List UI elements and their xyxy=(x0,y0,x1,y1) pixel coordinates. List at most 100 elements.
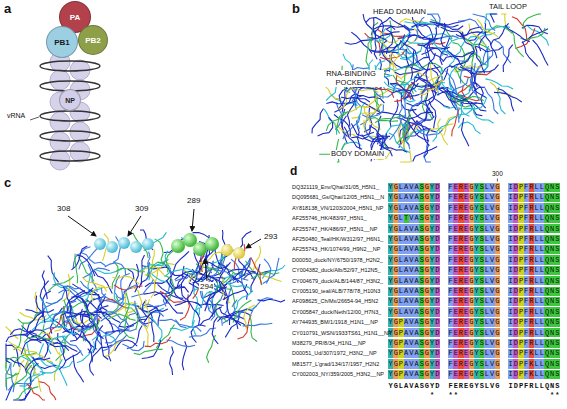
backbone-trace xyxy=(350,89,379,92)
sequence-segment: IDPFRLLQNS xyxy=(508,203,560,213)
backbone-trace xyxy=(122,341,144,351)
panel-letter: b xyxy=(292,2,300,17)
sequence-segment: FEREGYSLVG xyxy=(448,286,500,296)
backbone-trace xyxy=(216,279,229,304)
strain-name: CY004382_duck/Alb/52/97_H12N5_ xyxy=(292,265,381,275)
backbone-trace xyxy=(135,264,139,292)
sequence-segment: YGLAVASGYD xyxy=(388,265,440,275)
backbone-trace xyxy=(457,93,484,100)
strain-name: AF255746_HK/483/97_H5N1_ xyxy=(292,213,367,223)
sequence-segment: YGLAVASGYD xyxy=(388,307,440,317)
panel-letter: d xyxy=(290,165,297,179)
backbone-trace xyxy=(462,118,469,146)
backbone-trace xyxy=(364,91,388,108)
sequence-segment: IDPFRLLQNS xyxy=(508,296,560,306)
backbone-trace xyxy=(450,105,474,120)
backbone-trace xyxy=(390,99,398,127)
consensus-sequence: IDPFRLLQNS xyxy=(508,381,560,391)
sequence-segment: YGLAVASGYD xyxy=(388,234,440,244)
backbone-trace xyxy=(137,312,164,318)
backbone-trace xyxy=(205,261,231,268)
backbone-trace xyxy=(233,291,252,312)
backbone-trace xyxy=(490,14,497,22)
backbone-trace xyxy=(456,27,482,37)
backbone-trace xyxy=(451,51,474,67)
backbone-trace xyxy=(8,380,34,391)
sequence-segment: YGPAVASGYD xyxy=(388,348,440,358)
backbone-trace xyxy=(249,314,257,341)
sequence-segment: IDPFRLLQNS xyxy=(508,338,560,348)
sequence-segment: IDPFRLLQNS xyxy=(508,182,560,192)
backbone-trace xyxy=(386,26,414,30)
backbone-trace xyxy=(383,15,409,29)
sequence-segment: YGLTVASGYD xyxy=(388,213,440,223)
strain-name: CY004679_duck/ALB/144/87_H3N2_ xyxy=(292,276,383,286)
rna-helix xyxy=(40,61,100,161)
backbone-trace xyxy=(78,314,100,332)
backbone-trace xyxy=(146,299,149,328)
backbone-trace xyxy=(14,323,24,350)
backbone-trace xyxy=(418,28,436,46)
sequence-segment: YGLAVASGYD xyxy=(388,286,440,296)
subunit-circle: PB2 xyxy=(78,25,108,55)
backbone-trace xyxy=(520,28,545,40)
sequence-segment: IDPFRLLQNS xyxy=(508,255,560,265)
backbone-trace xyxy=(433,120,450,142)
backbone-trace xyxy=(112,276,139,284)
strain-name: AF250480_Teal/HK/W312/97_H6N1_ xyxy=(292,234,383,244)
subunit-label: PB2 xyxy=(85,36,101,45)
backbone-trace xyxy=(415,15,427,41)
backbone-trace xyxy=(119,285,137,306)
backbone-trace xyxy=(211,265,234,282)
backbone-trace xyxy=(207,335,216,363)
sequence-segment: FEREGYSLVG xyxy=(448,317,500,327)
backbone-trace xyxy=(166,340,195,347)
backbone-trace xyxy=(403,40,419,66)
subunit-label: PB1 xyxy=(54,38,70,47)
backbone-trace xyxy=(76,255,94,276)
backbone-trace xyxy=(472,74,479,100)
callout-number: 309 xyxy=(134,204,149,213)
backbone-trace xyxy=(412,84,428,107)
strain-name: AF098625_Ch/Mx/26654-94_H5N2 xyxy=(292,296,378,306)
sequence-segment: IDPFRLLQNS xyxy=(508,244,560,254)
callout-number: 308 xyxy=(56,204,71,213)
backbone-trace xyxy=(85,274,90,303)
backbone-trace xyxy=(108,314,136,320)
backbone-trace xyxy=(251,258,262,285)
sequence-segment: FEREGYSLVG xyxy=(448,369,500,379)
backbone-trace xyxy=(424,130,430,158)
backbone-trace xyxy=(199,291,212,315)
backbone-trace xyxy=(436,23,463,30)
backbone-trace xyxy=(6,357,19,368)
sequence-segment: FEREGYSLVG xyxy=(448,307,500,317)
sequence-segment: FEREGYSLVG xyxy=(448,348,500,358)
residue-spheres xyxy=(94,233,245,259)
backbone-trace xyxy=(523,14,541,29)
conservation-mark: * xyxy=(430,391,435,400)
backbone-trace xyxy=(390,115,406,140)
backbone-trace xyxy=(318,117,333,136)
panel-letter: c xyxy=(4,176,11,191)
sequence-segment: FEREGYSLVG xyxy=(448,265,500,275)
backbone-trace xyxy=(498,88,514,111)
domain-label: BODY DOMAIN xyxy=(330,150,385,159)
backbone-trace xyxy=(474,107,494,124)
pointer-arrows xyxy=(68,209,261,281)
backbone-trace xyxy=(6,343,10,363)
sequence-segment: YGLAVASGYD xyxy=(388,182,440,192)
sequence-segment: YGPAVASGYD xyxy=(388,369,440,379)
sequence-segment: YGPAVASGYD xyxy=(388,359,440,369)
backbone-trace xyxy=(144,292,168,304)
backbone-trace xyxy=(404,84,426,99)
backbone-trace xyxy=(170,347,174,376)
backbone-trace xyxy=(326,101,355,104)
domain-label: TAIL LOOP xyxy=(488,3,528,12)
sequence-segment: IDPFRLLQNS xyxy=(508,213,560,223)
backbone-trace xyxy=(225,312,239,337)
panel-letter: a xyxy=(4,2,11,17)
backbone-trace xyxy=(87,294,106,314)
strain-name: DQ095681_Gs/Qhai/12/05_H5N1__N xyxy=(292,192,384,202)
backbone-trace xyxy=(105,263,126,276)
backbone-trace xyxy=(33,357,57,369)
